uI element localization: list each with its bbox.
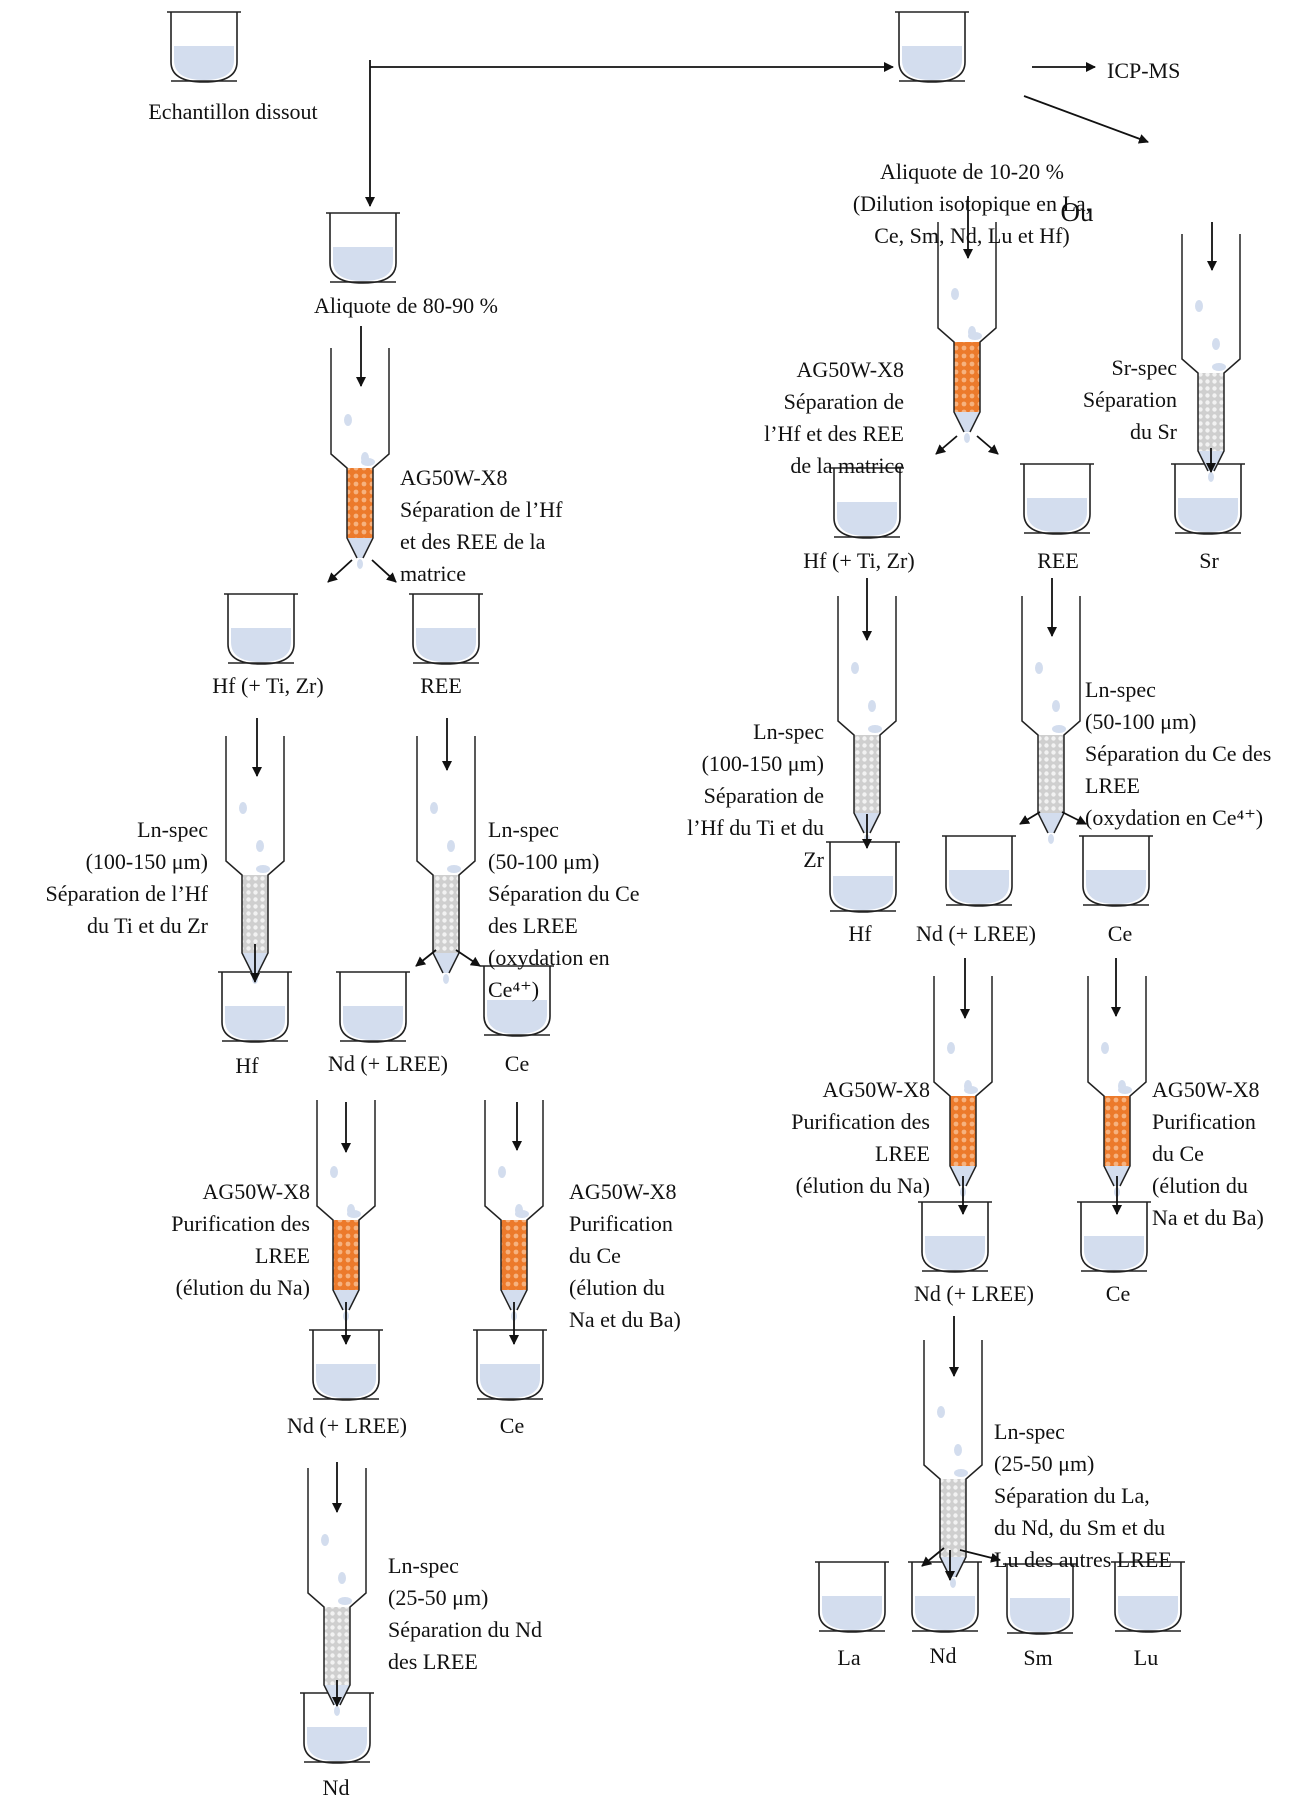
- nd-right-final-label: Nd: [929, 1643, 957, 1668]
- nd-left-final-label: Nd: [322, 1775, 350, 1800]
- beaker-la: [815, 1561, 889, 1633]
- sr-label: Sr: [1199, 548, 1219, 573]
- beaker-ree-right: [1020, 463, 1094, 535]
- column-right-ag50w-ce: [1087, 976, 1147, 1197]
- arrow-final-split-la: [921, 1547, 945, 1567]
- hf-right-label: Hf: [848, 921, 872, 946]
- beaker-ree-left: [409, 593, 483, 665]
- column-left-ag50w-ce: [484, 1100, 544, 1321]
- icpms-label: ICP-MS: [1107, 58, 1181, 83]
- column-right-ag50w-lree: [933, 976, 993, 1197]
- arrow-left-ln-ce-split-nd: [415, 949, 437, 967]
- beaker-lu: [1111, 1561, 1185, 1633]
- arrow-right-split-hf: [935, 435, 958, 455]
- step-right-ln-final: Ln-spec(25-50 μm)Séparation du La,du Nd,…: [994, 1419, 1172, 1572]
- beaker-hf-right: [830, 467, 904, 539]
- column-right-ln-ce: [1021, 596, 1081, 844]
- column-left-ag50w-lree: [316, 1100, 376, 1321]
- nd-lree-left2-label: Nd (+ LREE): [287, 1413, 407, 1438]
- arrow-left-split-hf: [327, 559, 353, 583]
- nd-lree-right-label: Nd (+ LREE): [916, 921, 1036, 946]
- beaker-nd-lree-left-2: [309, 1329, 383, 1401]
- column-right-ln-final: [923, 1340, 983, 1588]
- beaker-nd-lree-right-2: [918, 1201, 992, 1273]
- or-label: Ou: [1060, 197, 1094, 227]
- beaker-ce-right-2: [1077, 1201, 1151, 1273]
- arrow-right-ln-ce-split-nd: [1019, 811, 1041, 825]
- arrow-left-split-ree: [371, 559, 397, 583]
- hf-tizr-right-label: Hf (+ Ti, Zr): [803, 548, 915, 573]
- column-left-ag50w-matrix: [330, 348, 390, 569]
- arrow-final-split-sm: [959, 1549, 1001, 1563]
- beaker-aliquot-left: [326, 212, 400, 284]
- beaker-nd-lree-left: [336, 971, 410, 1043]
- la-label: La: [837, 1645, 861, 1670]
- beaker-aliquot-right: [895, 11, 969, 83]
- beaker-nd-left-final: [300, 1692, 374, 1764]
- aliquot-right-label: Aliquote de 10-20 %(Dilution isotopique …: [852, 159, 1092, 248]
- lu-label: Lu: [1133, 1645, 1159, 1670]
- ce-left2-label: Ce: [499, 1413, 525, 1438]
- beaker-ce-left-2: [473, 1329, 547, 1401]
- beaker-ce-left: [480, 965, 554, 1037]
- column-left-ln-ce: [416, 736, 476, 984]
- hf-left-label: Hf: [235, 1053, 259, 1078]
- arrow-right-ln-ce-split-ce: [1061, 811, 1087, 825]
- sample-label: Echantillon dissout: [148, 99, 318, 124]
- hf-tizr-left-label: Hf (+ Ti, Zr): [212, 673, 324, 698]
- ce-right2-label: Ce: [1105, 1281, 1131, 1306]
- beaker-sm: [1003, 1563, 1077, 1635]
- beaker-sample: [167, 11, 241, 83]
- arrow-left-ln-ce-split-ce: [455, 949, 481, 967]
- column-left-ln-nd: [307, 1468, 367, 1716]
- nd-lree-left-label: Nd (+ LREE): [328, 1051, 448, 1076]
- arrow-to-sr-branch: [1023, 95, 1149, 144]
- aliquot-left-label: Aliquote de 80-90 %: [314, 293, 498, 318]
- column-right-sr-spec: [1181, 234, 1241, 482]
- nd-lree-right2-label: Nd (+ LREE): [914, 1281, 1034, 1306]
- sm-label: Sm: [1023, 1645, 1053, 1670]
- column-right-ln-hf: [837, 596, 897, 844]
- beaker-hf-left: [224, 593, 298, 665]
- beaker-hf-right-2: [826, 841, 900, 913]
- ce-left-label: Ce: [504, 1051, 530, 1076]
- ree-left-label: REE: [420, 673, 462, 698]
- beaker-nd-lree-right: [942, 835, 1016, 907]
- ree-right-label: REE: [1037, 548, 1079, 573]
- beaker-nd-right-final: [908, 1561, 982, 1633]
- beaker-sr: [1171, 463, 1245, 535]
- column-right-ag50w-matrix: [937, 222, 997, 443]
- ce-right-label: Ce: [1107, 921, 1133, 946]
- beaker-ce-right: [1079, 835, 1153, 907]
- arrow-right-split-ree: [976, 435, 999, 455]
